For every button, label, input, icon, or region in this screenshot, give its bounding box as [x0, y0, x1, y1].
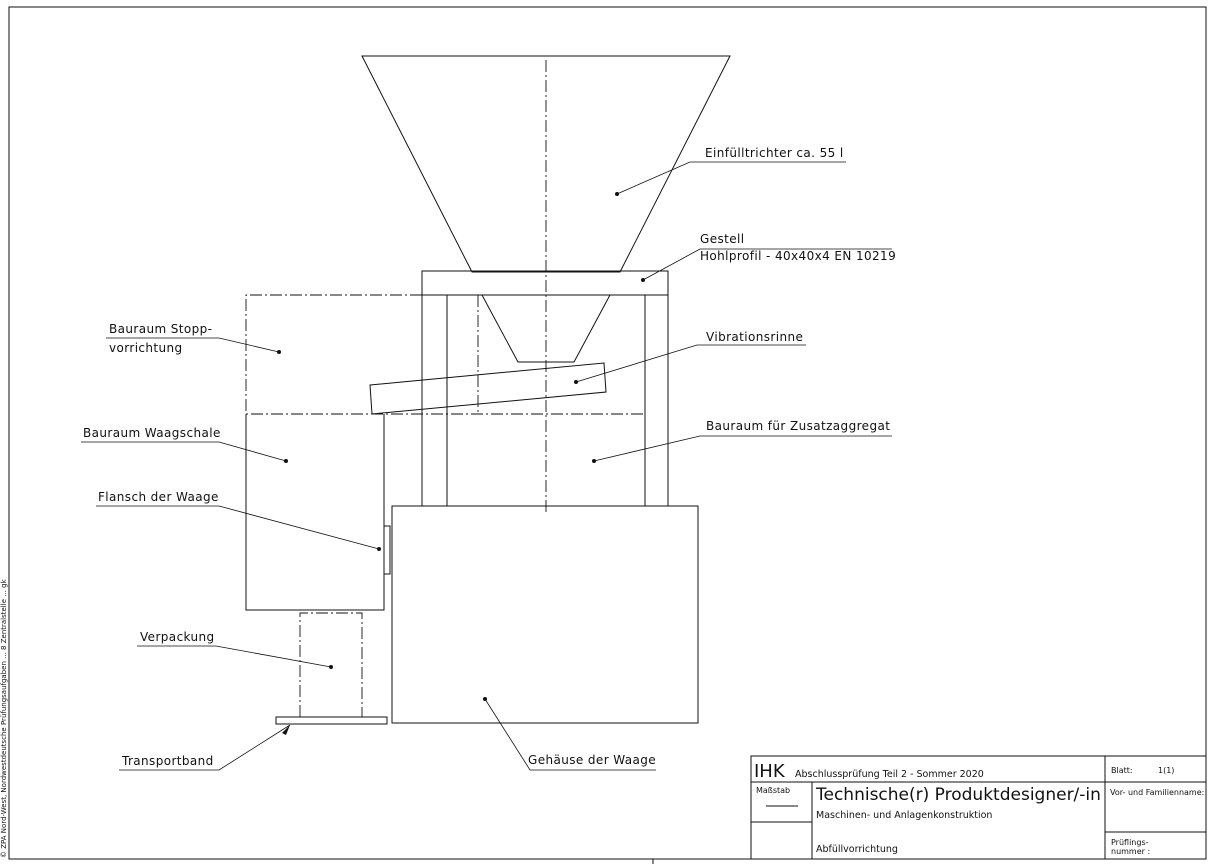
label-stop-device-2: vorrichtung: [109, 341, 183, 355]
leader-packaging: [137, 645, 332, 668]
title-block-scale-label: Maßstab: [756, 786, 790, 795]
leader-chute: [575, 344, 806, 383]
dot-hopper: [615, 192, 619, 196]
label-chute: Vibrationsrinne: [706, 330, 803, 344]
scale-flange: [383, 525, 391, 575]
leader-hopper: [616, 161, 846, 195]
dot-stop-device: [277, 350, 281, 354]
leader-extra-unit: [593, 435, 892, 462]
leader-housing: [484, 698, 656, 771]
scale-housing: [391, 505, 699, 724]
title-block-specialty: Maschinen- und Anlagenkonstruktion: [816, 810, 992, 821]
title-block-org: IHK: [754, 761, 786, 782]
label-conveyor: Transportband: [121, 754, 214, 768]
weighing-pan-space: [245, 414, 385, 611]
dot-flange: [377, 547, 381, 551]
leader-frame: [642, 248, 892, 281]
frame-right-post: [644, 294, 669, 507]
title-block-candidate-label-2: nummer :: [1111, 847, 1150, 856]
title-block-candidate-label-1: Prüflings-: [1111, 838, 1149, 847]
packaging-space: [299, 612, 363, 717]
label-stop-device-1: Bauraum Stopp-: [109, 322, 212, 336]
vibration-chute: [369, 362, 607, 415]
frame-top-beam: [421, 270, 669, 296]
label-packaging: Verpackung: [140, 630, 215, 644]
title-block-name-label: Vor- und Familienname:: [1110, 788, 1204, 797]
label-frame-1: Gestell: [700, 232, 745, 246]
dot-frame: [641, 278, 645, 282]
label-housing: Gehäuse der Waage: [528, 753, 656, 767]
label-extra-unit: Bauraum für Zusatzaggregat: [706, 419, 890, 433]
dot-weighing-pan: [284, 459, 288, 463]
dot-chute: [574, 380, 578, 384]
leader-stop-device: [106, 337, 280, 353]
dot-housing: [483, 697, 487, 701]
title-block: [750, 755, 1207, 860]
label-frame-2: Hohlprofil - 40x40x4 EN 10219: [700, 249, 896, 263]
title-block-drawing-title: Abfüllvorrichtung: [816, 844, 898, 855]
hopper-outline: [361, 55, 731, 273]
label-weighing-pan: Bauraum Waagschale: [83, 426, 221, 440]
leader-weighing-pan: [81, 441, 287, 462]
drawing-frame: [8, 6, 1207, 860]
dot-extra-unit: [592, 459, 596, 463]
stop-device-space: [245, 294, 645, 415]
title-block-exam: Abschlussprüfung Teil 2 - Sommer 2020: [795, 769, 984, 780]
leader-flange: [96, 505, 380, 550]
title-block-profession: Technische(r) Produktdesigner/-in: [815, 785, 1101, 805]
label-flange: Flansch der Waage: [98, 490, 219, 504]
arrow-conveyor: [282, 725, 290, 735]
title-block-sheet-label: Blatt:: [1111, 766, 1133, 775]
leader-conveyor: [119, 724, 291, 771]
side-copyright-note: © ZPA Nord-West, Nordwestdeutsche Prüfun…: [0, 578, 8, 858]
label-hopper: Einfülltrichter ca. 55 l: [705, 146, 844, 160]
title-block-sheet-value: 1(1): [1158, 766, 1174, 775]
conveyor-belt: [275, 716, 388, 725]
dot-packaging: [329, 665, 333, 669]
frame-left-post: [421, 294, 448, 507]
